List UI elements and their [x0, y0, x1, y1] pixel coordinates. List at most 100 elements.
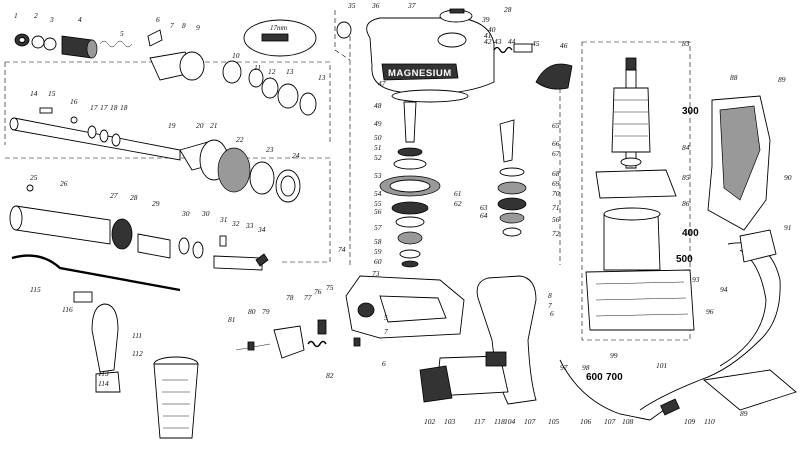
part-number-label: 23: [266, 145, 274, 154]
part-number-label: 37: [407, 1, 416, 10]
part-78: [273, 325, 305, 359]
part-57: [397, 231, 423, 245]
part-number-label: 10: [232, 51, 240, 60]
part-53-inner: [389, 179, 431, 193]
part-7a: [353, 337, 361, 347]
part-number-label: 82: [326, 371, 334, 380]
part-46-switch: [535, 63, 573, 90]
part-number-label: 2: [34, 11, 38, 20]
part-number-label: 26: [60, 179, 68, 188]
part-number-label: 30: [181, 209, 190, 218]
part-77-spring: [307, 340, 327, 348]
part-2: [31, 35, 45, 49]
part-number-label: 114: [98, 379, 109, 388]
part-28-knob: [449, 8, 465, 14]
part-6-pin: [147, 29, 163, 47]
row1-tool-holder: [14, 29, 317, 116]
part-number-label: 47: [378, 79, 386, 88]
part-69-bearing: [620, 157, 642, 167]
part-47-gasket: [391, 89, 469, 103]
part-number-label: 57: [374, 223, 382, 232]
part-number-label: 40: [488, 25, 496, 34]
part-80: [247, 341, 255, 351]
part-26-end: [9, 205, 23, 231]
part-number-label: 62: [454, 199, 462, 208]
part-number-label: 70: [552, 189, 560, 198]
part-117: [485, 351, 507, 367]
part-number-label: 55: [374, 199, 382, 208]
part-number-label: 33: [245, 221, 254, 230]
section-number-label: 300: [682, 106, 699, 117]
part-number-label: 13: [318, 73, 326, 82]
section-number-label: 600: [586, 372, 603, 383]
part-70: [497, 197, 527, 211]
part-number-label: 58: [374, 237, 382, 246]
part-number-label: 89: [778, 75, 786, 84]
rear-handle: [419, 275, 537, 405]
plug-lead: [649, 409, 665, 421]
part-number-label: 108: [622, 417, 634, 426]
part-17: [87, 125, 97, 139]
part-number-label: 6: [156, 15, 160, 24]
part-number-label: 29: [152, 199, 160, 208]
part-number-label: 86: [682, 199, 690, 208]
part-number-label: 30: [201, 209, 210, 218]
part-number-label: 15: [48, 89, 56, 98]
part-number-label: 85: [682, 173, 690, 182]
part-14-end: [9, 117, 19, 131]
part-number-label: 39: [481, 15, 490, 24]
part-number-label: 7: [170, 21, 174, 30]
motor-group: [585, 57, 695, 331]
part-number-label: 80: [248, 307, 256, 316]
part-number-label: 88: [730, 73, 738, 82]
part-number-label: 28: [504, 5, 512, 14]
part-number-label: 76: [314, 287, 322, 296]
part-43-spring: [493, 46, 513, 54]
part-88-inner: [719, 105, 761, 201]
part-number-label: 102: [424, 417, 436, 426]
part-number-label: 71: [552, 203, 560, 212]
part-56: [395, 216, 425, 228]
part-number-label: 90: [784, 173, 792, 182]
part-number-label: 93: [692, 275, 700, 284]
part-113-114: [95, 371, 121, 393]
part-65: [499, 119, 515, 163]
part-4-end: [86, 39, 98, 59]
frame-rod-link: [334, 10, 351, 61]
part-number-label: 5: [120, 29, 124, 38]
part-armature: [611, 87, 651, 153]
part-31: [219, 235, 227, 247]
grip-texture: [162, 379, 190, 429]
frame-left-top: [4, 61, 331, 145]
armature-shaft-top: [625, 69, 637, 89]
part-number-label: 4: [78, 15, 82, 24]
part-75: [317, 319, 327, 335]
dimension-label: 17mm: [270, 24, 287, 32]
part-number-label: 111: [132, 331, 142, 340]
part-number-label: 28: [130, 193, 138, 202]
part-10: [222, 60, 242, 84]
part-41: [437, 32, 467, 48]
part-number-label: 81: [228, 315, 236, 324]
part-83: [625, 57, 637, 71]
part-28-gear: [111, 218, 133, 250]
part-number-label: 105: [548, 417, 560, 426]
part-5-spring: [99, 40, 133, 48]
part-23: [249, 161, 275, 195]
part-number-label: 106: [580, 417, 592, 426]
part-86-stator: [603, 213, 661, 271]
part-number-label: 14: [30, 89, 38, 98]
part-13b: [299, 92, 317, 116]
part-number-label: 18: [110, 103, 118, 112]
part-90-brush: [739, 229, 777, 263]
part-number-label: 22: [236, 135, 244, 144]
side-handle-group: [11, 254, 199, 439]
part-37-housing: [366, 17, 495, 95]
part-number-label: 110: [704, 417, 715, 426]
brand-plate: [381, 63, 459, 81]
part-number-label: 34: [257, 225, 266, 234]
part-number-label: 72: [552, 229, 560, 238]
part-15: [39, 107, 53, 114]
part-18b: [111, 133, 121, 147]
